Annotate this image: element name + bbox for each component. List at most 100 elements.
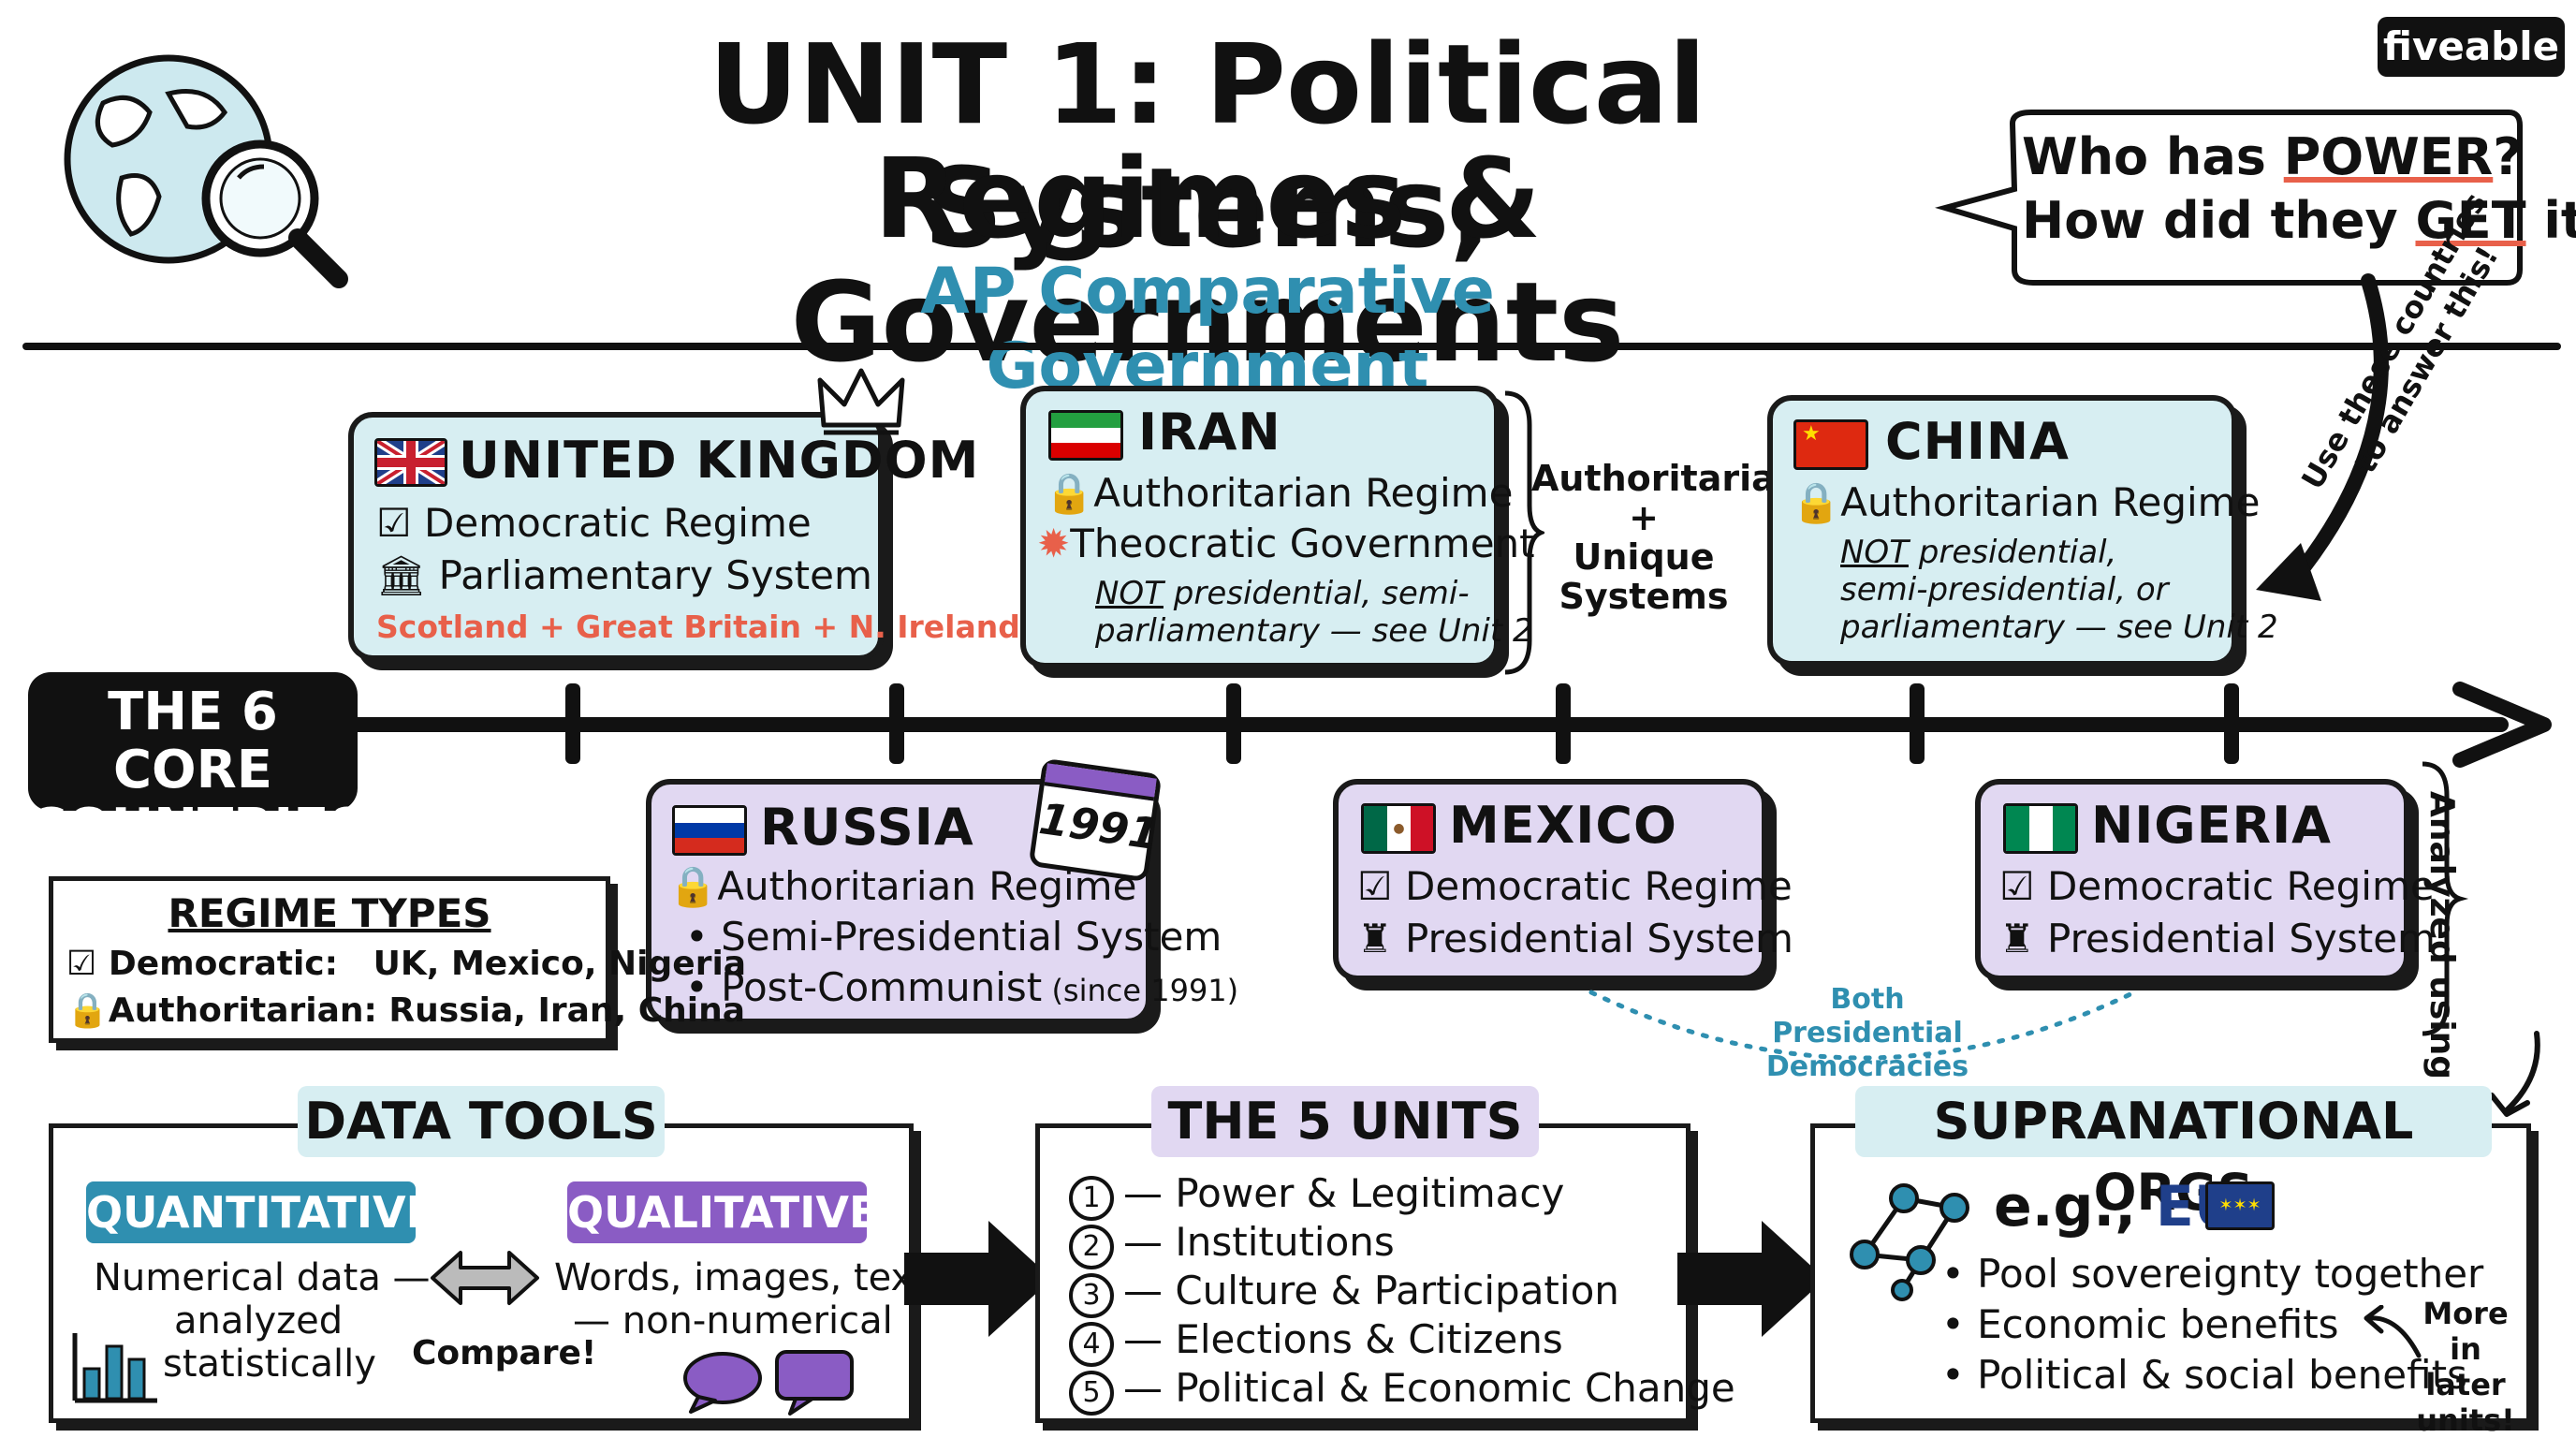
get-word: GET <box>2415 191 2526 250</box>
auth-note-2: + <box>1629 497 1659 538</box>
timeline-label-line1: THE 6 CORE <box>108 682 278 800</box>
iran-note-1-text: presidential, semi- <box>1163 575 1470 612</box>
supra-benefit-3: • Political & social benefits <box>1941 1352 2467 1398</box>
iran-system-text: Theocratic Government <box>1070 521 1535 566</box>
unit-label: — Elections & Citizens <box>1123 1316 1563 1362</box>
speech-bubble-shape <box>1935 110 2523 286</box>
quant-desc-2: analyzed <box>174 1299 344 1343</box>
supra-title: SUPRANATIONAL ORGS <box>1855 1086 2492 1222</box>
more-note-1: More in <box>2422 1296 2509 1367</box>
auth-note-1: Authoritarian <box>1531 458 1801 499</box>
iran-system: ✹Theocratic Government <box>1037 521 1535 567</box>
supra-benefit-2: • Economic benefits <box>1941 1301 2339 1347</box>
country-card-china: ★ CHINA 🔒Authoritarian Regime NOT presid… <box>1767 395 2278 667</box>
power-question: Who has POWER? <box>2022 127 2523 187</box>
down-arrow-icon <box>2489 1031 2540 1117</box>
timeline-tick <box>1226 683 1241 764</box>
lock-icon: 🔒 <box>66 991 109 1030</box>
nigeria-flag-icon <box>2003 803 2078 854</box>
timeline-tick <box>1556 683 1571 764</box>
mexico-system: ♜ Presidential System <box>1357 916 1793 962</box>
unit-label: — Culture & Participation <box>1123 1268 1619 1313</box>
timeline-label-line2: COUNTRIES <box>28 798 367 858</box>
timeline-axis <box>318 717 2509 732</box>
nigeria-system-text: Presidential System <box>2047 916 2436 961</box>
timeline-tick <box>565 683 580 764</box>
crown-icon <box>817 368 905 435</box>
unit-item: 5— Political & Economic Change <box>1069 1365 1735 1416</box>
china-flag-icon: ★ <box>1793 419 1868 470</box>
calendar-year: 1991 <box>1035 792 1163 860</box>
nigeria-system: ♜ Presidential System <box>1999 916 2436 962</box>
flow-arrow-icon <box>1677 1221 1825 1337</box>
unit-number-badge: 4 <box>1069 1322 1114 1367</box>
china-note-1: NOT presidential, <box>1840 534 2116 571</box>
qual-desc-1: Words, images, text <box>554 1256 928 1299</box>
get-question-a: How did they <box>2022 191 2416 250</box>
uk-regime-text: Democratic Regime <box>424 500 812 546</box>
power-question-a: Who has <box>2022 127 2284 186</box>
iran-regime-text: Authoritarian Regime <box>1093 470 1514 516</box>
calendar-1991-icon: 1991 <box>1028 757 1163 883</box>
parliament-icon: 🏛 <box>376 552 439 598</box>
both-note-1: Both Presidential <box>1772 983 1963 1049</box>
unit-item: 3— Culture & Participation <box>1069 1268 1619 1318</box>
nigeria-name: NIGERIA <box>2091 796 2332 855</box>
auth-unique-note: Authoritarian + Unique Systems <box>1531 458 1801 617</box>
regime-democratic: ☑ Democratic: UK, Mexico, Nigeria <box>66 943 746 986</box>
auth-note-3: Unique <box>1573 536 1715 578</box>
russia-name: RUSSIA <box>760 798 974 857</box>
both-presidential-note: Both Presidential Democracies <box>1732 983 2003 1084</box>
podium-icon: ♜ <box>1357 916 1406 961</box>
lock-icon: 🔒 <box>1045 470 1094 516</box>
supra-example: e.g., EU <box>1994 1174 2240 1240</box>
power-question-c: ? <box>2493 127 2523 186</box>
mexico-system-text: Presidential System <box>1405 916 1793 961</box>
eu-flag-icon: ✶✶✶ <box>2205 1181 2275 1230</box>
iran-regime: 🔒Authoritarian Regime <box>1045 470 1513 517</box>
check-icon: ☑ <box>66 945 109 983</box>
lock-icon: 🔒 <box>668 863 718 909</box>
header-divider <box>22 343 2561 350</box>
timeline-arrowhead-icon <box>2452 682 2552 768</box>
china-regime-text: Authoritarian Regime <box>1840 479 2261 525</box>
uk-regime: ☑ Democratic Regime <box>376 500 812 547</box>
data-tools-title: DATA TOOLS <box>298 1086 665 1157</box>
double-arrow-icon <box>431 1251 539 1305</box>
unit-number-badge: 2 <box>1069 1225 1114 1269</box>
mexico-name: MEXICO <box>1449 796 1677 855</box>
unit-label: — Political & Economic Change <box>1123 1365 1735 1411</box>
brand-logo: fiveable <box>2378 17 2565 77</box>
qual-desc-2: — non-numerical <box>573 1299 893 1343</box>
iran-flag-icon <box>1048 410 1123 461</box>
dotted-link-curve <box>1588 990 2137 1061</box>
unit-number-badge: 5 <box>1069 1371 1114 1416</box>
quantitative-label: QUANTITATIVE <box>86 1181 435 1243</box>
check-icon: ☑ <box>1357 863 1406 909</box>
iran-name: IRAN <box>1138 403 1281 462</box>
auth-note-4: Systems <box>1559 576 1729 617</box>
nigeria-regime: ☑ Democratic Regime <box>1999 863 2435 910</box>
unit-label: — Power & Legitimacy <box>1123 1170 1565 1216</box>
regime-types-box: REGIME TYPES ☑ Democratic: UK, Mexico, N… <box>49 876 746 1043</box>
china-note-2: semi-presidential, or <box>1840 571 2169 609</box>
bar-chart-icon <box>72 1333 157 1403</box>
regime-types-title: REGIME TYPES <box>168 890 491 936</box>
podium-icon: ♜ <box>1999 916 2048 961</box>
get-question-c: it? <box>2543 191 2576 250</box>
china-note-not: NOT <box>1840 534 1909 571</box>
lock-icon: 🔒 <box>1792 479 1841 525</box>
quant-desc-1: Numerical data — <box>94 1256 431 1299</box>
compare-label: Compare! <box>412 1334 597 1372</box>
iran-note-not: NOT <box>1095 575 1164 612</box>
bracket-icon <box>2422 761 2469 1036</box>
china-note-3: parliamentary — see Unit 2 <box>1840 609 2278 646</box>
more-note-2: later <box>2425 1367 2506 1402</box>
page-title-line2: Regimes & Governments <box>790 134 1625 387</box>
uk-system: 🏛 Parliamentary System <box>376 552 872 599</box>
curved-arrow-icon <box>2256 273 2389 601</box>
unit-label: — Institutions <box>1123 1219 1395 1265</box>
mexico-regime: ☑ Democratic Regime <box>1357 863 1793 910</box>
unit-item: 4— Elections & Citizens <box>1069 1316 1563 1367</box>
power-word: POWER <box>2283 127 2494 186</box>
